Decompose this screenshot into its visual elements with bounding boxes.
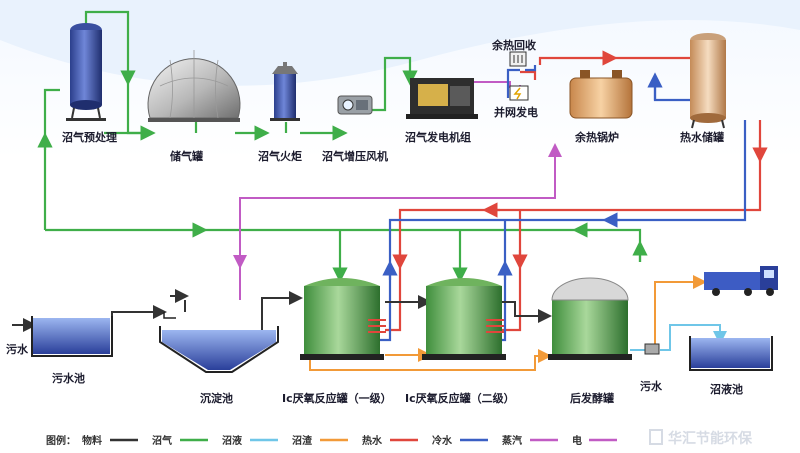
biogas-pipes [37, 10, 648, 283]
pretreatment-tank [66, 23, 106, 121]
legend-label-1: 沼气 [152, 434, 172, 447]
cold-water-pipes [380, 65, 747, 342]
legend-title: 图例： [46, 434, 76, 447]
watermark: 华汇节能环保 [649, 429, 753, 447]
label-hot-tank: 热水储罐 [680, 130, 724, 144]
grid-box [509, 85, 529, 101]
sewage-pool [31, 316, 113, 357]
genset-unit [406, 78, 478, 119]
legend-label-3: 沼渣 [292, 434, 313, 447]
label-sewage-out: 污水 [640, 379, 663, 393]
label-torch: 沼气火炬 [258, 149, 302, 163]
label-ic2: Ic厌氧反应罐（二级） [405, 391, 515, 405]
slurry-pool [689, 336, 773, 371]
label-slurry-pool: 沼液池 [710, 382, 743, 396]
heat-recovery-box [509, 51, 527, 67]
label-grid: 并网发电 [494, 105, 538, 119]
legend-label-5: 冷水 [432, 434, 453, 447]
ic-reactor-1 [300, 278, 386, 360]
label-boiler: 余热锅炉 [574, 130, 619, 144]
legend-label-6: 蒸汽 [502, 434, 522, 447]
slurry-pipes [630, 324, 727, 351]
gas-holder-dome [147, 50, 241, 122]
truck-icon [704, 266, 778, 296]
hot-water-tank [690, 33, 726, 129]
label-sewage-in: 污水 [6, 342, 29, 356]
label-genset: 沼气发电机组 [405, 130, 471, 144]
material-pipes [12, 289, 552, 332]
watermark-text: 华汇节能环保 [668, 430, 753, 447]
legend-label-4: 热水 [362, 434, 383, 447]
waste-heat-boiler [569, 70, 633, 119]
hot-water-pipes [385, 50, 768, 332]
label-sewage-pool: 污水池 [52, 371, 85, 385]
legend-label-2: 沼液 [222, 434, 242, 447]
label-sediment: 沉淀池 [200, 391, 233, 405]
ic-reactor-2 [422, 278, 506, 360]
legend-label-0: 物料 [82, 434, 102, 447]
post-fermentation-tank [548, 277, 632, 360]
booster-fan [337, 95, 373, 115]
label-post: 后发酵罐 [570, 391, 614, 405]
label-ic1: Ic厌氧反应罐（一级） [282, 391, 392, 405]
legend: 图例： 物料 沼气 沼液 沼渣 热水 冷水 蒸汽 电 [46, 434, 617, 447]
torch-unit [270, 62, 300, 121]
label-pretreat: 沼气预处理 [62, 130, 117, 144]
residue-pipes [309, 275, 707, 371]
label-heat-recovery: 余热回收 [491, 38, 536, 52]
label-booster: 沼气增压风机 [322, 149, 388, 163]
sediment-tank [159, 312, 279, 373]
label-storage: 储气罐 [170, 149, 203, 163]
outlet-pump [644, 343, 660, 355]
legend-label-7: 电 [572, 434, 582, 447]
